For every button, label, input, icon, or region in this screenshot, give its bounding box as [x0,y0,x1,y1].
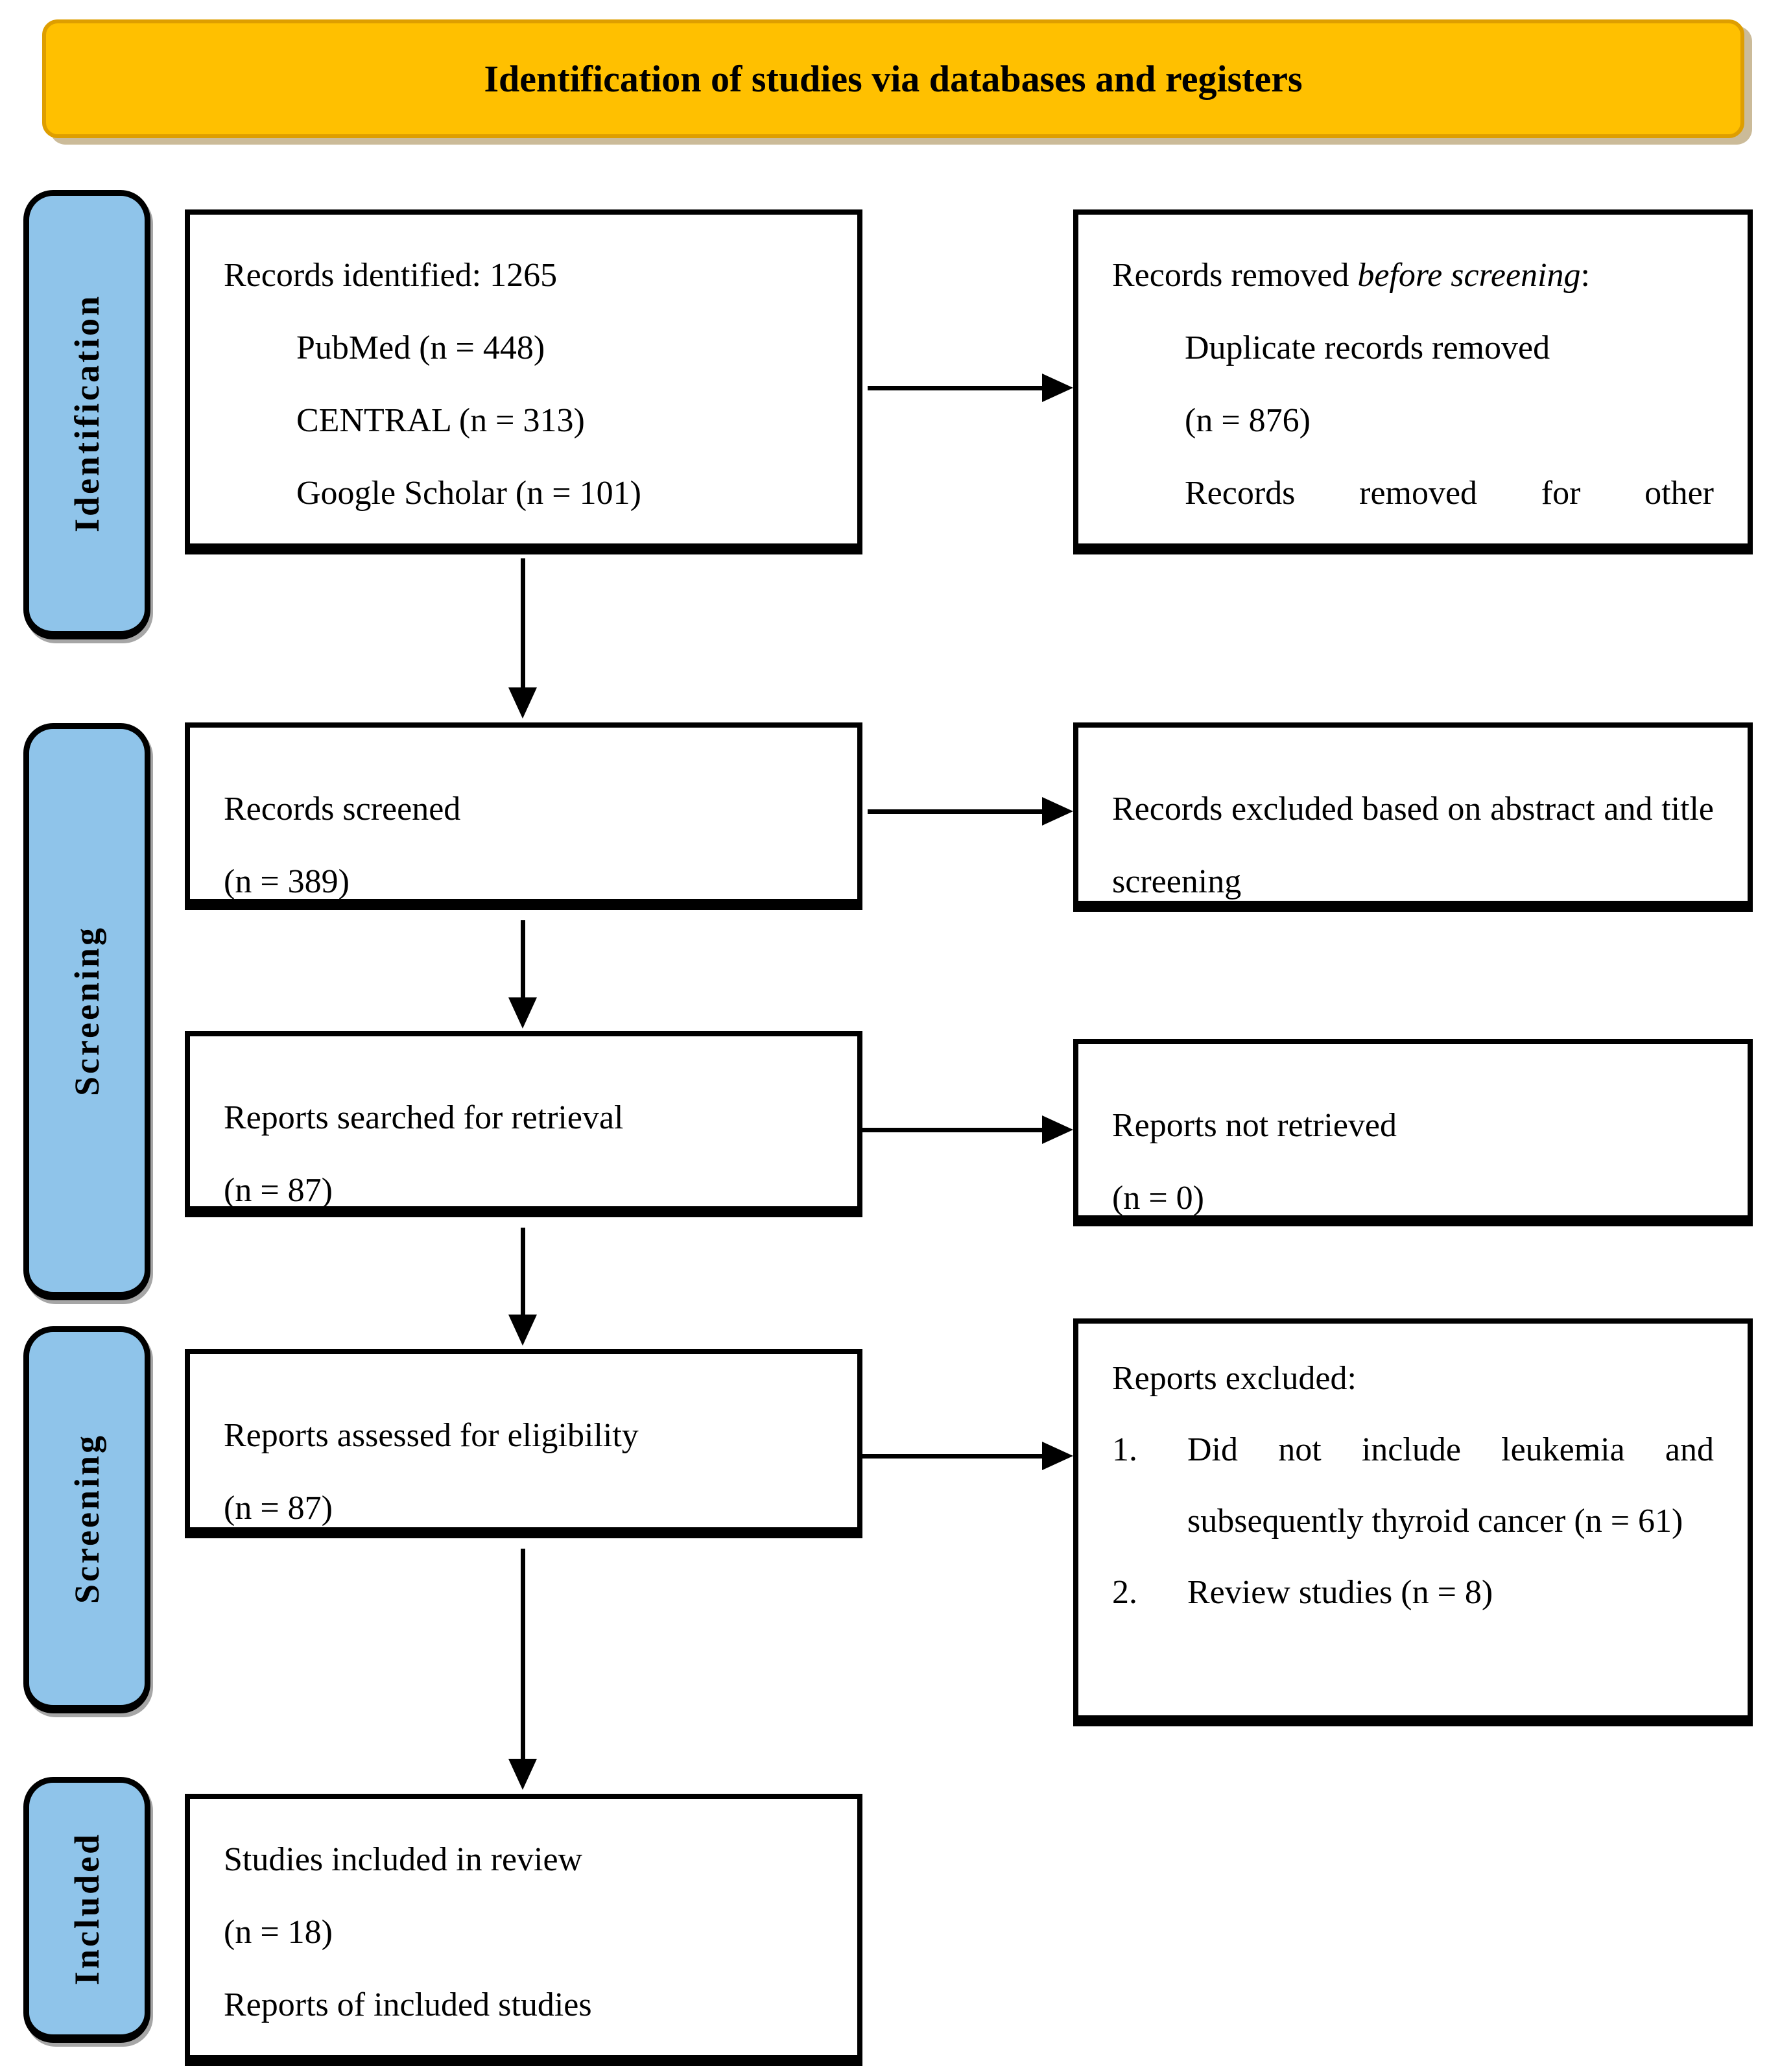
records-removed-title-italic: before screening [1357,257,1581,294]
box-reports-not-retrieved: Reports not retrieved (n = 0) [1073,1039,1753,1226]
arrow-searched-to-assessed [508,1228,537,1346]
arrow-shaft [520,1228,525,1315]
diagram-title-banner: Identification of studies via databases … [42,19,1744,138]
arrow-shaft [862,1127,1042,1132]
stage-label-identification-text: Identification [67,294,106,533]
box-reports-assessed: Reports assessed for eligibility (n = 87… [185,1349,862,1538]
records-removed-duplicates-count: (n = 876) [1185,402,1311,439]
stage-label-screening-2-text: Screening [67,1433,106,1604]
records-removed-title: Records removed before screening: [1112,239,1714,312]
records-removed-title-suffix: : [1580,257,1590,294]
records-screened-label: Records screened [224,791,461,828]
arrow-head-icon [508,997,537,1029]
reports-excluded-item-1: 1. Did not include leukemia and subseque… [1112,1414,1714,1557]
arrow-screened-to-excluded [868,797,1073,826]
box-reports-excluded: Reports excluded: 1. Did not include leu… [1073,1318,1753,1726]
reports-excluded-item-1-text: Did not include leukemia and subsequentl… [1187,1431,1714,1540]
arrow-identified-to-screened [508,558,537,719]
reports-excluded-item-2-number: 2. [1112,1574,1137,1611]
reports-excluded-title: Reports excluded: [1112,1360,1357,1397]
records-identified-title: Records identified: 1265 [224,257,558,294]
arrow-shaft [520,558,525,687]
arrow-head-icon [1042,1115,1073,1144]
records-removed-other: Records removed for other [1185,475,1714,512]
stage-label-screening-1-text: Screening [67,925,106,1096]
arrow-searched-to-not-retrieved [862,1115,1073,1144]
box-records-screened: Records screened (n = 389) [185,722,862,910]
reports-not-retrieved-label: Reports not retrieved [1112,1107,1397,1144]
arrow-shaft [520,920,525,997]
reports-searched-count: (n = 87) [224,1172,333,1209]
box-records-removed: Records removed before screening: Duplic… [1073,209,1753,554]
reports-assessed-label: Reports assessed for eligibility [224,1417,639,1454]
records-excluded-text: Records excluded based on abstract and t… [1112,791,1714,900]
stage-label-included-text: Included [67,1831,106,1986]
arrow-screened-to-searched [508,920,537,1029]
records-screened-count: (n = 389) [224,863,350,900]
box-reports-searched: Reports searched for retrieval (n = 87) [185,1031,862,1217]
diagram-title: Identification of studies via databases … [484,58,1303,100]
arrow-head-icon [1042,1442,1073,1470]
arrow-assessed-to-included [508,1549,537,1790]
stage-label-screening-1: Screening [23,723,150,1300]
arrow-head-icon [1042,374,1073,402]
arrow-shaft [868,385,1042,390]
arrow-assessed-to-reports-excluded [862,1442,1073,1470]
records-identified-google-scholar: Google Scholar (n = 101) [296,475,641,512]
arrow-shaft [520,1549,525,1759]
stage-label-identification: Identification [23,190,150,639]
reports-excluded-item-1-number: 1. [1112,1431,1137,1468]
reports-assessed-count: (n = 87) [224,1490,333,1527]
records-removed-duplicates: Duplicate records removed [1185,329,1550,366]
reports-excluded-item-2: 2. Review studies (n = 8) [1112,1557,1714,1628]
reports-searched-label: Reports searched for retrieval [224,1099,624,1136]
arrow-identified-to-removed [868,374,1073,402]
arrow-shaft [868,809,1042,814]
reports-excluded-item-2-text: Review studies (n = 8) [1187,1574,1493,1611]
records-identified-pubmed: PubMed (n = 448) [296,329,545,366]
arrow-head-icon [1042,797,1073,826]
studies-included-reports: Reports of included studies [224,1986,592,2023]
arrow-head-icon [508,1315,537,1346]
arrow-shaft [862,1453,1042,1459]
studies-included-count: (n = 18) [224,1914,333,1951]
stage-label-included: Included [23,1777,150,2043]
box-records-identified: Records identified: 1265 PubMed (n = 448… [185,209,862,554]
arrow-head-icon [508,687,537,719]
box-studies-included: Studies included in review (n = 18) Repo… [185,1794,862,2066]
stage-label-screening-2: Screening [23,1326,150,1713]
box-records-excluded: Records excluded based on abstract and t… [1073,722,1753,912]
records-removed-title-prefix: Records removed [1112,257,1358,294]
reports-not-retrieved-count: (n = 0) [1112,1180,1204,1217]
records-identified-central: CENTRAL (n = 313) [296,402,585,439]
studies-included-label: Studies included in review [224,1841,583,1878]
arrow-head-icon [508,1759,537,1790]
